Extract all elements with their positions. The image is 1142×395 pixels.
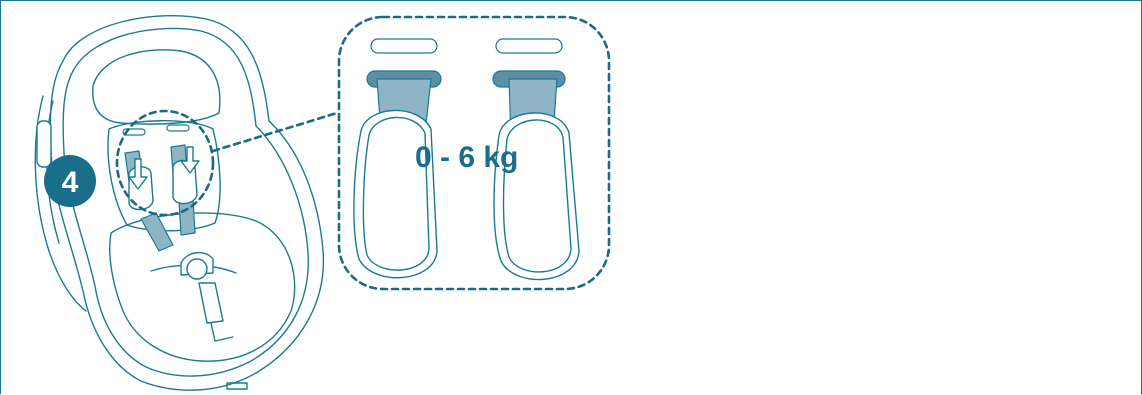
crotch-buckle bbox=[199, 283, 223, 323]
step-badge: 4 bbox=[44, 155, 96, 207]
upper-slot-right bbox=[167, 125, 189, 131]
crotch-strap bbox=[211, 323, 233, 341]
step-number: 4 bbox=[62, 166, 79, 199]
side-knob bbox=[37, 121, 51, 167]
weight-range-label: 0 - 6 kg bbox=[415, 141, 518, 174]
buckle-release bbox=[187, 259, 207, 279]
zoom-detail: 0 - 6 kg bbox=[339, 17, 609, 289]
zoom-connector-line bbox=[213, 113, 337, 151]
detail-upper-slot-right bbox=[496, 39, 562, 53]
strap-left-lower bbox=[141, 213, 173, 251]
detail-upper-slot-left bbox=[371, 39, 437, 53]
